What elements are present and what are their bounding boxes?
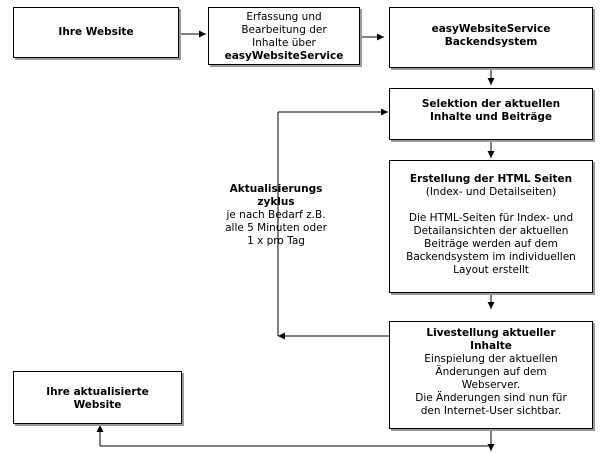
node-erstellung-line: Backendsystem im individuellen bbox=[406, 251, 576, 263]
node-selektion-line: Inhalte und Beiträge bbox=[429, 111, 553, 123]
node-erstellung-subtitle: (Index- und Detailseiten) bbox=[425, 186, 557, 198]
node-aktualisiert-line: Website bbox=[73, 399, 122, 411]
node-backend-line: Backendsystem bbox=[444, 36, 538, 48]
cycle-title: Aktualisierungs bbox=[229, 183, 323, 195]
node-selektion-line: Selektion der aktuellen bbox=[421, 98, 561, 110]
node-website: Ihre Website bbox=[13, 7, 179, 58]
node-erstellung-line: Beiträge werden auf dem bbox=[424, 238, 558, 250]
node-livestellung-title: Inhalte bbox=[470, 340, 512, 352]
node-livestellung-line: Einspielung der aktuellen bbox=[424, 353, 558, 365]
node-erstellung-line: Detailansichten der aktuellen bbox=[413, 225, 569, 237]
node-livestellung-line: Webserver. bbox=[461, 379, 521, 391]
node-livestellung-line: Die Änderungen sind nun für bbox=[415, 392, 567, 404]
node-backend: easyWebsiteService Backendsystem bbox=[389, 7, 593, 68]
cycle-title: zyklus bbox=[257, 196, 295, 208]
node-erstellung-title: Erstellung der HTML Seiten bbox=[409, 173, 573, 185]
node-erstellung-line: Die HTML-Seiten für Index- und bbox=[408, 212, 574, 224]
node-erfassung: Erfassung und Bearbeitung der Inhalte üb… bbox=[208, 7, 360, 65]
node-aktualisiert: Ihre aktualisierte Website bbox=[13, 371, 182, 424]
node-erstellung-line: Layout erstellt bbox=[453, 264, 529, 276]
node-livestellung-line: den Internet-User sichtbar. bbox=[420, 405, 562, 417]
cycle-label: Aktualisierungs zyklus je nach Bedarf z.… bbox=[210, 183, 342, 248]
cycle-line: alle 5 Minuten oder bbox=[225, 222, 327, 234]
node-livestellung: Livestellung aktueller Inhalte Einspielu… bbox=[389, 321, 593, 429]
node-livestellung-line: Änderungen auf dem bbox=[435, 366, 547, 378]
node-website-title: Ihre Website bbox=[58, 26, 134, 38]
node-erstellung: Erstellung der HTML Seiten (Index- und D… bbox=[389, 160, 593, 293]
node-erfassung-line: Bearbeitung der bbox=[241, 24, 327, 36]
node-aktualisiert-line: Ihre aktualisierte bbox=[46, 386, 149, 398]
node-livestellung-title: Livestellung aktueller bbox=[426, 327, 556, 339]
cycle-line: je nach Bedarf z.B. bbox=[226, 209, 326, 221]
node-selektion: Selektion der aktuellen Inhalte und Beit… bbox=[389, 88, 593, 140]
node-erfassung-line: Erfassung und bbox=[246, 11, 322, 23]
node-erfassung-line: Inhalte über bbox=[252, 37, 316, 49]
node-backend-line: easyWebsiteService bbox=[431, 23, 551, 35]
node-erfassung-bold: easyWebsiteService bbox=[224, 50, 344, 62]
cycle-line: 1 x pro Tag bbox=[247, 235, 305, 247]
